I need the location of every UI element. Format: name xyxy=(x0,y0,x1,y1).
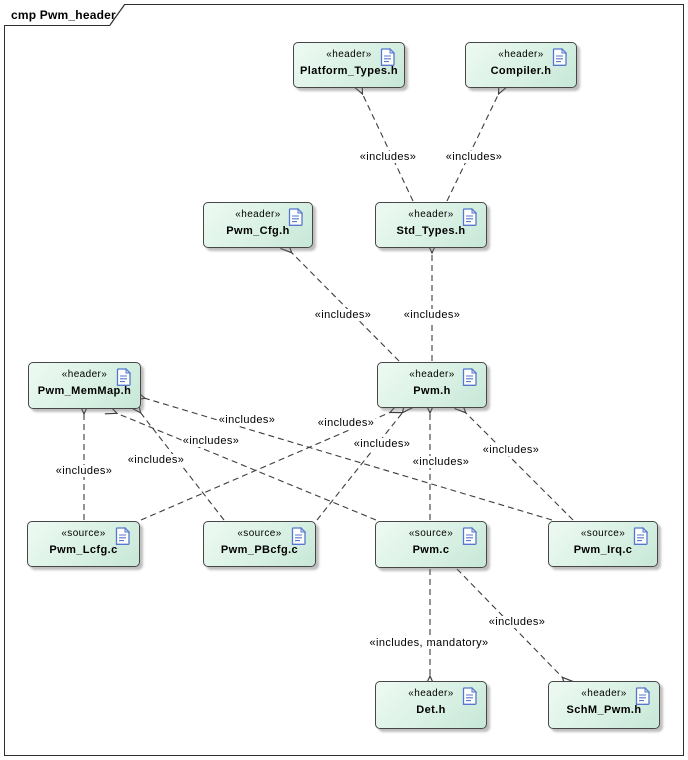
component-stereotype: «header» xyxy=(408,688,454,699)
document-icon xyxy=(462,367,478,386)
component-name: Det.h xyxy=(416,704,446,716)
component-pwm_memmap[interactable]: «header» Pwm_MemMap.h xyxy=(28,362,141,409)
component-name: Std_Types.h xyxy=(396,225,466,237)
component-stereotype: «header» xyxy=(408,209,454,220)
component-name: Pwm_Cfg.h xyxy=(226,225,290,237)
component-pwm_pbcfg[interactable]: «source» Pwm_PBcfg.c xyxy=(203,521,316,567)
component-schm_pwm[interactable]: «header» SchM_Pwm.h xyxy=(548,681,660,729)
document-icon xyxy=(288,207,304,226)
component-name: Pwm_Lcfg.c xyxy=(49,544,118,556)
document-icon xyxy=(291,526,307,545)
component-pwm_lcfg[interactable]: «source» Pwm_Lcfg.c xyxy=(27,521,140,567)
component-name: Platform_Types.h xyxy=(300,65,398,77)
edge-label-pwm_h-to-std_types: «includes» xyxy=(402,309,462,321)
component-stereotype: «header» xyxy=(409,369,455,380)
component-stereotype: «source» xyxy=(237,528,282,539)
frame-title-tab: cmp Pwm_header xyxy=(4,4,125,26)
component-std_types[interactable]: «header» Std_Types.h xyxy=(375,202,487,248)
document-icon xyxy=(116,367,132,386)
edge-label-std_types-to-platform_types: «includes» xyxy=(358,151,418,163)
document-icon xyxy=(462,207,478,226)
document-icon xyxy=(552,47,568,66)
frame-title: cmp Pwm_header xyxy=(11,7,116,22)
component-name: Pwm_Irq.c xyxy=(573,544,633,556)
edge-label-std_types-to-compiler: «includes» xyxy=(444,151,504,163)
component-pwm_c[interactable]: «source» Pwm.c xyxy=(375,521,487,568)
document-icon xyxy=(462,526,478,545)
document-icon xyxy=(633,526,649,545)
component-pwm_irq[interactable]: «source» Pwm_Irq.c xyxy=(548,521,658,567)
component-det_h[interactable]: «header» Det.h xyxy=(375,681,487,729)
component-stereotype: «header» xyxy=(581,688,627,699)
component-pwm_cfg[interactable]: «header» Pwm_Cfg.h xyxy=(203,202,313,248)
edge-label-pwm_c-to-pwm_memmap: «includes» xyxy=(181,435,241,447)
component-pwm_h[interactable]: «header» Pwm.h xyxy=(377,362,487,408)
document-icon xyxy=(462,686,478,705)
edge-label-pwm_irq-to-pwm_h: «includes» xyxy=(481,444,541,456)
component-stereotype: «header» xyxy=(498,49,544,60)
component-platform_types[interactable]: «header» Platform_Types.h xyxy=(293,42,405,88)
component-name: Pwm.c xyxy=(412,544,450,556)
edge-label-pwm_pbcfg-to-pwm_h: «includes» xyxy=(352,438,412,450)
document-icon xyxy=(635,686,651,705)
edge-label-pwm_c-to-det_h: «includes, mandatory» xyxy=(368,637,490,649)
component-stereotype: «source» xyxy=(408,528,454,539)
component-name: Pwm.h xyxy=(413,385,451,397)
component-name: SchM_Pwm.h xyxy=(566,704,642,716)
component-stereotype: «header» xyxy=(235,209,281,220)
component-stereotype: «header» xyxy=(61,369,108,380)
edge-label-pwm_pbcfg-to-pwm_memmap: «includes» xyxy=(126,454,186,466)
edge-label-pwm_c-to-pwm_h: «includes» xyxy=(411,456,471,468)
document-icon xyxy=(115,526,131,545)
component-stereotype: «header» xyxy=(326,49,372,60)
edge-label-pwm_h-to-pwm_cfg: «includes» xyxy=(313,309,373,321)
component-compiler[interactable]: «header» Compiler.h xyxy=(465,42,577,88)
component-name: Pwm_PBcfg.c xyxy=(220,544,299,556)
component-name: Pwm_MemMap.h xyxy=(37,385,132,397)
edge-label-pwm_c-to-schm_pwm: «includes» xyxy=(487,616,547,628)
edge-label-pwm_irq-to-pwm_memmap: «includes» xyxy=(217,414,277,426)
edge-label-pwm_lcfg-to-pwm_h: «includes» xyxy=(316,417,376,429)
component-stereotype: «source» xyxy=(580,528,626,539)
edge-label-pwm_lcfg-to-pwm_memmap: «includes» xyxy=(54,465,114,477)
component-stereotype: «source» xyxy=(61,528,106,539)
document-icon xyxy=(380,47,396,66)
component-name: Compiler.h xyxy=(490,65,552,77)
